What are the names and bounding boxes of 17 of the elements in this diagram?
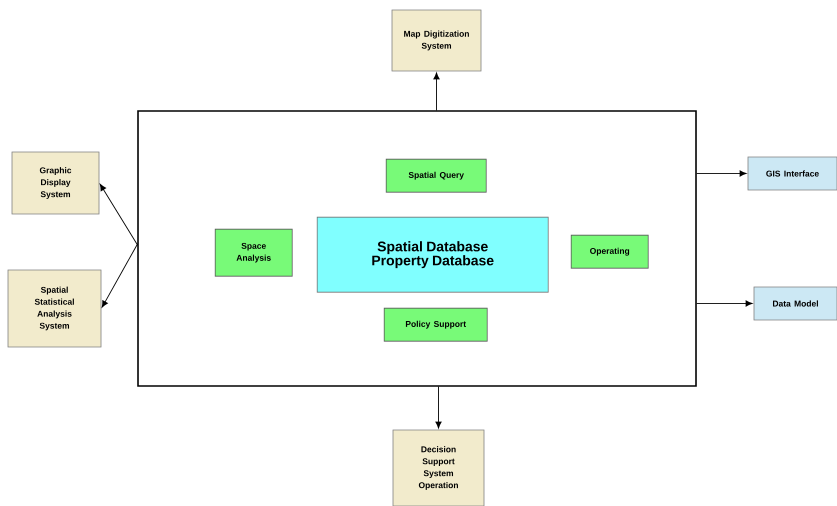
function-box: Policy Support [384, 308, 488, 342]
subsystem-box: Decision Support System Operation [392, 430, 484, 506]
arrow [102, 244, 138, 308]
arrow [433, 72, 440, 111]
function-box: Space Analysis [214, 228, 293, 277]
arrow [435, 386, 442, 428]
function-box: Operating [570, 234, 649, 269]
output-box: Data Model [754, 286, 837, 320]
subsystem-box: Spatial Statistical Analysis System [8, 270, 102, 348]
database-box: Spatial Database Property Database [316, 216, 549, 293]
subsystem-box: Graphic Display System [12, 152, 100, 214]
function-box: Spatial Query [386, 158, 487, 193]
arrow [100, 184, 138, 245]
subsystem-box: Map Digitization System [392, 10, 482, 72]
arrow [696, 170, 746, 177]
output-box: GIS Interface [748, 156, 837, 190]
arrow [696, 300, 752, 307]
